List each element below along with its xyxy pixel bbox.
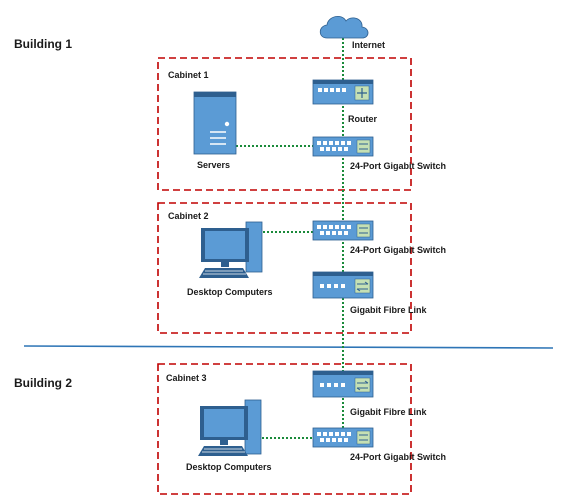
switch-1-icon [312,136,374,157]
cabinet-3-label: Cabinet 3 [166,373,207,383]
switch-2-icon [312,220,374,241]
server-icon [193,91,237,155]
switch-3-icon [312,427,374,448]
fibre-link-2-icon [312,370,374,398]
fibre-link-1-icon [312,271,374,299]
fibre-link-2-label: Gigabit Fibre Link [350,407,427,417]
router-label: Router [348,114,377,124]
desktops-2-label: Desktop Computers [186,462,272,472]
cabinet-2-border [157,202,412,334]
desktop-computer-icon [199,221,263,278]
building-divider [23,345,554,349]
fibre-link-1-label: Gigabit Fibre Link [350,305,427,315]
building-2-label: Building 2 [14,376,72,390]
internet-label: Internet [352,40,386,50]
switch-2-label: 24-Port Gigabit Switch [350,245,447,255]
cabinet-1-label: Cabinet 1 [168,70,209,80]
cabinet-3-border [157,363,412,495]
desktop-computer-icon [198,399,262,456]
desktops-1-label: Desktop Computers [187,287,273,297]
switch-1-label: 24-Port Gigabit Switch [350,161,447,171]
cabinet-1-border [157,57,412,191]
servers-label: Servers [197,160,231,170]
switch-3-label: 24-Port Gigabit Switch [350,452,447,462]
router-icon [312,79,374,105]
building-1-label: Building 1 [14,37,72,51]
cloud-icon [319,15,369,39]
cabinet-2-label: Cabinet 2 [168,211,209,221]
